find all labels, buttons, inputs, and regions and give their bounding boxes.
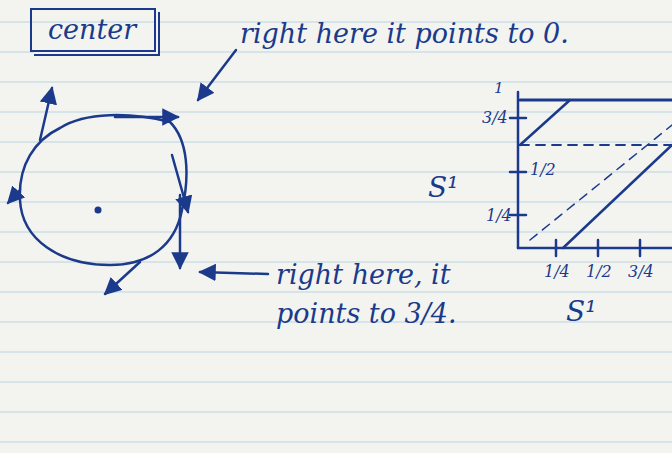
axis-label: S¹	[566, 292, 596, 333]
axis-label: S¹	[428, 168, 458, 209]
graph-line	[520, 99, 672, 102]
tick-label: 1/2	[586, 260, 612, 283]
boxed-word: center	[30, 8, 156, 52]
tick	[555, 240, 558, 256]
tick-label: 3/4	[482, 106, 508, 129]
axis	[518, 247, 672, 250]
tick	[639, 240, 642, 256]
note-text: right here, it points to 3/4.	[276, 255, 516, 333]
tick-label: 1/4	[544, 260, 570, 283]
tangent-arrow	[115, 116, 178, 119]
closed-curve	[20, 115, 187, 265]
leader-arrow	[198, 50, 236, 100]
tangent-arrow	[8, 190, 20, 203]
tick	[510, 214, 526, 217]
dashed-line	[530, 125, 672, 240]
tick	[510, 171, 526, 174]
node-text: center	[48, 14, 138, 45]
tick	[510, 117, 526, 120]
graph-line	[520, 100, 570, 145]
note-text: right here it points to 0.	[240, 14, 569, 53]
leader-arrow	[200, 272, 268, 274]
tangent-arrow	[40, 88, 52, 140]
tick-label: 3/4	[628, 260, 654, 283]
tangent-arrow	[105, 262, 140, 294]
axis	[517, 92, 520, 248]
tick-label: 1/2	[530, 158, 556, 181]
tick	[597, 240, 600, 256]
tick-label: 1	[494, 78, 504, 100]
tick-label: 1/4	[486, 204, 512, 227]
center-dot	[95, 207, 102, 214]
tangent-arrow	[179, 195, 182, 268]
graph-line	[563, 145, 672, 248]
